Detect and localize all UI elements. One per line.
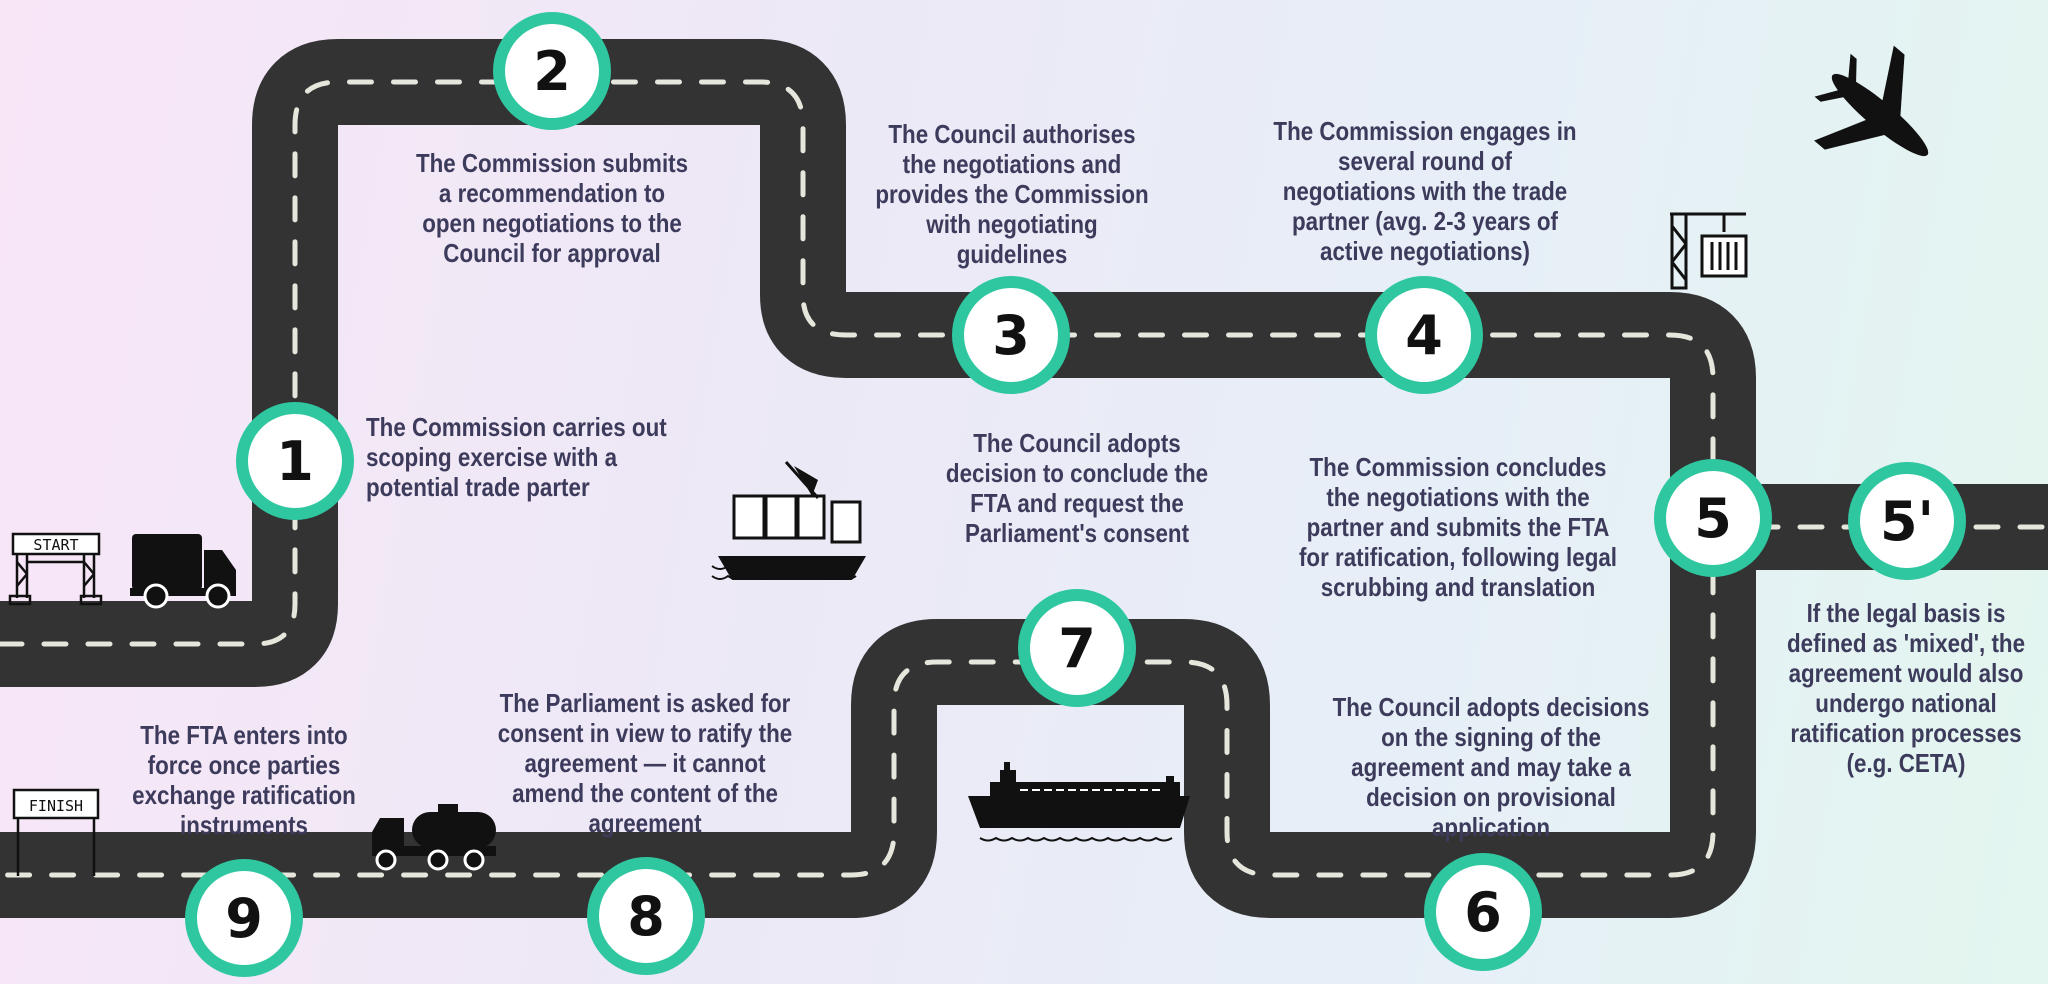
step-marker-7: 7 [1018,589,1136,707]
step-marker-5-prime: 5' [1848,462,1966,580]
step-1-description: The Commission carries out scoping exerc… [366,412,667,502]
cargo-ship-icon [711,461,866,580]
step-marker-5: 5 [1654,459,1772,577]
start-label: START [33,536,78,554]
step-number: 1 [276,430,314,493]
finish-label: FINISH [29,797,83,815]
step-marker-9: 9 [185,859,303,977]
crane-container-icon [1670,212,1748,290]
step-number: 4 [1405,304,1443,367]
step-marker-1: 1 [236,402,354,520]
step-number: 7 [1058,617,1096,680]
step-number: 2 [533,40,571,103]
step-9-description: The FTA enters into force once parties e… [132,720,356,840]
step-4-description: The Commission engages in several round … [1273,116,1577,266]
step-marker-6: 6 [1424,853,1542,971]
start-gate-icon [8,532,103,606]
step-number: 9 [225,887,263,950]
road-lane-dashes [0,79,1716,878]
step-marker-4: 4 [1365,276,1483,394]
step-number: 6 [1464,881,1502,944]
step-number: 5' [1880,490,1934,553]
step-number: 5 [1694,487,1732,550]
step-number: 3 [992,304,1030,367]
step-6-description: The Council adopts decisions on the sign… [1332,692,1650,842]
tanker-truck-icon [372,804,496,871]
finish-gate-icon [12,788,100,876]
step-7-description: The Council adopts decision to conclude … [945,428,1209,548]
step-2-description: The Commission submits a recommendation … [415,148,689,268]
truck-icon [130,534,236,609]
step-marker-8: 8 [587,857,705,975]
step-marker-2: 2 [493,12,611,130]
step-8-description: The Parliament is asked for consent in v… [497,688,793,838]
step-3-description: The Council authorises the negotiations … [875,119,1149,269]
step-5-prime-description: If the legal basis is defined as 'mixed'… [1786,598,2026,778]
step-5-description: The Commission concludes the negotiation… [1298,452,1618,602]
airplane-icon [1814,45,1929,157]
tanker-ship-icon [968,762,1190,842]
step-number: 8 [627,885,665,948]
step-marker-3: 3 [952,276,1070,394]
